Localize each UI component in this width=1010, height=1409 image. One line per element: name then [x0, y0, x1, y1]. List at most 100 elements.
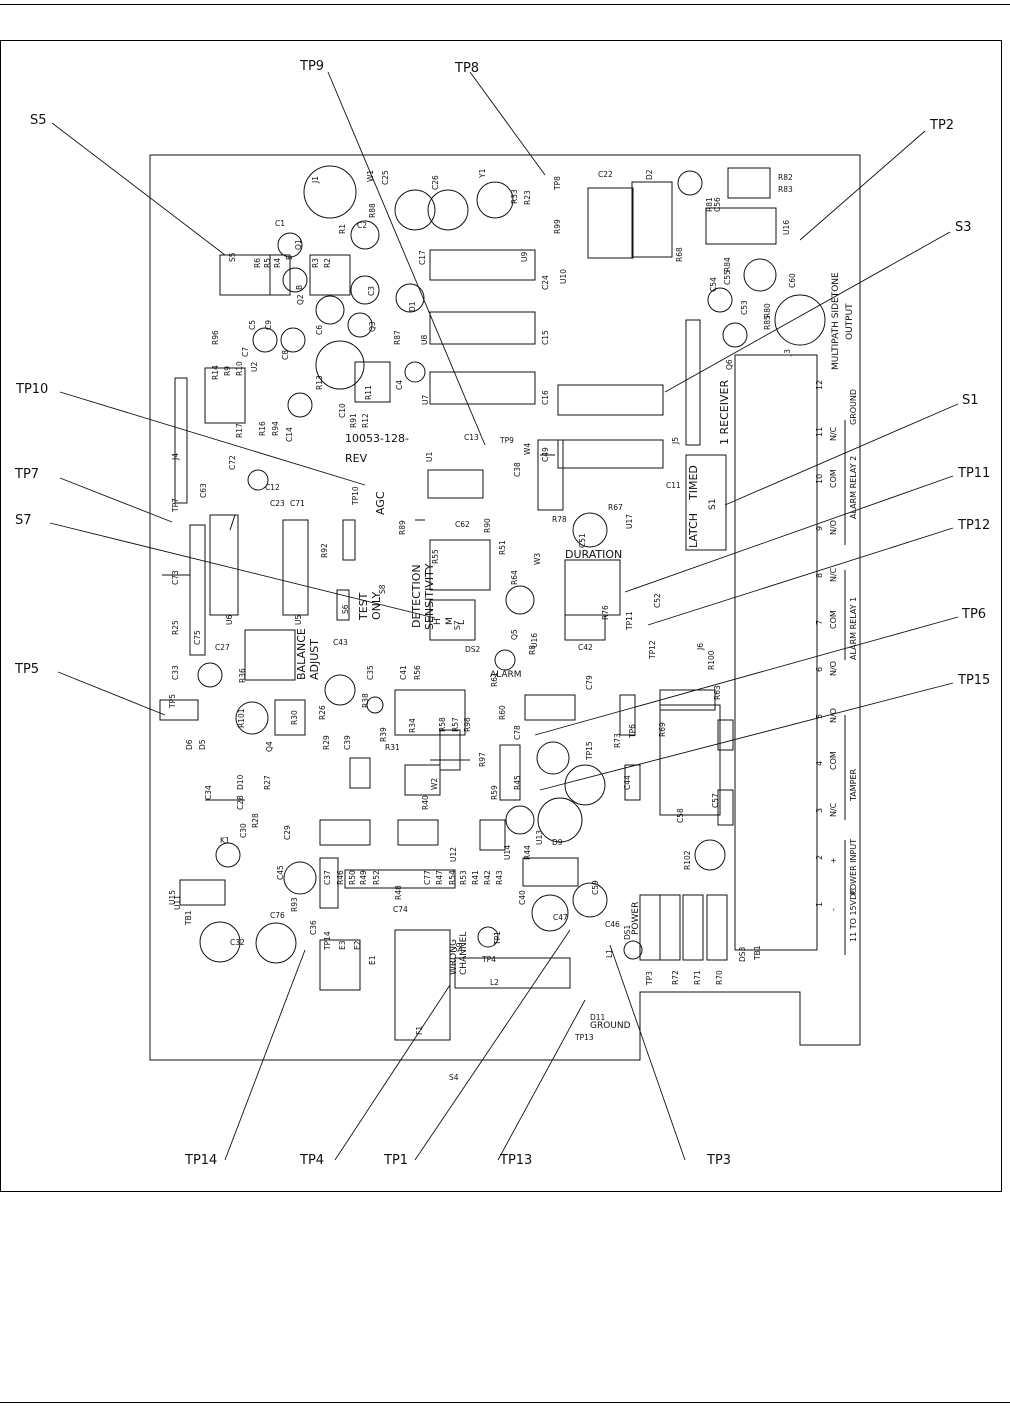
refdes-c75: C75	[193, 630, 202, 645]
refdes-r46: R46	[336, 870, 345, 885]
refdes-c5: C5	[248, 320, 257, 330]
refdes-c25: C25	[381, 170, 390, 185]
r38	[349, 757, 371, 789]
capacitor-ds1	[477, 926, 499, 948]
refdes-r81: R81	[705, 197, 714, 212]
leader-tp11	[624, 475, 954, 593]
refdes-k1: K1	[220, 836, 230, 845]
leader-lines	[49, 71, 959, 1161]
refdes-tp7: TP7	[171, 498, 180, 513]
refdes-w1: W1	[366, 170, 375, 182]
capacitor-c56	[677, 170, 703, 196]
tb-pin-label: -	[829, 908, 838, 911]
board-label-part-number: 10053-128-	[345, 432, 409, 445]
r6	[269, 254, 291, 296]
refdes-c37: C37	[323, 870, 332, 885]
refdes-c9: C9	[264, 320, 273, 330]
refdes-tp11: TP11	[625, 611, 634, 631]
callout-tp4: TP4	[299, 1153, 324, 1168]
board-graphics	[149, 154, 861, 1061]
refdes-c10: C10	[338, 403, 347, 418]
refdes-e1: E1	[368, 955, 377, 965]
r92	[342, 519, 356, 561]
refdes-r101: R101	[237, 708, 246, 728]
refdes-c14: C14	[285, 427, 294, 442]
resistor-array-2	[354, 361, 391, 403]
callout-tp13: TP13	[499, 1153, 532, 1168]
callout-tp5: TP5	[14, 662, 39, 677]
refdes-c42: C42	[578, 643, 593, 652]
refdes-d1: D1	[408, 301, 417, 312]
refdes-u15: U15	[168, 890, 177, 905]
refdes-r99: R99	[553, 219, 562, 234]
refdes-c32: C32	[230, 938, 245, 947]
resistor-bank-2	[319, 857, 339, 909]
refdes-r33: R33	[510, 189, 519, 204]
callout-tp14: TP14	[184, 1153, 217, 1168]
refdes-r97: R97	[478, 752, 487, 767]
callout-s5: S5	[30, 113, 47, 128]
u5-pot	[244, 629, 296, 681]
refdes-r70: R70	[715, 970, 724, 985]
e-pins	[319, 939, 361, 991]
refdes-r53: R53	[459, 870, 468, 885]
callout-tp7: TP7	[14, 467, 39, 482]
refdes-ds3: DS3	[738, 946, 747, 962]
r30-r29	[274, 699, 306, 736]
tb-pin-num: 4	[815, 761, 824, 766]
refdes-c78: C78	[513, 725, 522, 740]
refdes-r47: R47	[435, 870, 444, 885]
ic-u3	[557, 439, 664, 469]
refdes-r89: R89	[398, 520, 407, 535]
callout-tp6: TP6	[961, 607, 986, 622]
leader-s5	[51, 122, 226, 256]
refdes-r12: R12	[361, 413, 370, 428]
capacitor-c25	[394, 189, 436, 231]
refdes-r72: R72	[671, 970, 680, 985]
refdes-u11: U11	[173, 895, 182, 910]
tb-group-label: TAMPER	[849, 768, 858, 802]
tb-group-label: POWER INPUT	[849, 839, 858, 895]
refdes-r55: R55	[431, 549, 440, 564]
refdes-r71: R71	[693, 970, 702, 985]
board-label-detection-1: DETECTION	[410, 564, 423, 628]
refdes-u16: U16	[782, 220, 791, 235]
refdes-c39: C39	[343, 735, 352, 750]
refdes-tp1: TP1	[493, 931, 502, 946]
leader-tp2	[799, 130, 926, 241]
u5-ic	[282, 519, 309, 616]
refdes-r28: R28	[251, 813, 260, 828]
leader-tp9	[327, 71, 486, 446]
capacitor-q3	[347, 312, 373, 338]
refdes-tb1: TB1	[184, 910, 193, 926]
refdes-c36: C36	[309, 920, 318, 935]
refdes-tp8: TP8	[553, 176, 562, 191]
refdes-c47: C47	[553, 913, 568, 922]
capacitor-ds3	[623, 940, 643, 960]
r-group	[309, 254, 351, 296]
r73	[619, 694, 636, 736]
refdes-c34: C34	[204, 785, 213, 800]
board-label-test-2: ONLY	[370, 591, 383, 620]
figure-frame	[0, 40, 1002, 1192]
refdes-c55: C55	[723, 270, 732, 285]
r72	[639, 894, 661, 961]
tb-pin-label: COM	[829, 469, 838, 488]
refdes-r30: R30	[290, 710, 299, 725]
tb-group-label: ALARM RELAY 2	[849, 456, 858, 519]
refdes-c28: C28	[236, 795, 245, 810]
tb-pin-num: 8	[815, 573, 824, 578]
refdes-l1: L1	[605, 949, 614, 958]
board-label-wrong-1: WRONG	[449, 939, 459, 975]
leader-tp15	[539, 682, 954, 791]
callout-tp11: TP11	[957, 466, 990, 481]
refdes-c11: C11	[666, 481, 681, 490]
refdes-s4: S4	[449, 1073, 459, 1082]
duration-pot	[564, 559, 621, 616]
refdes-r27: R27	[263, 775, 272, 790]
refdes-f1: F1	[415, 1026, 424, 1035]
refdes-q6: Q6	[725, 359, 734, 370]
refdes-c16: C16	[541, 390, 550, 405]
